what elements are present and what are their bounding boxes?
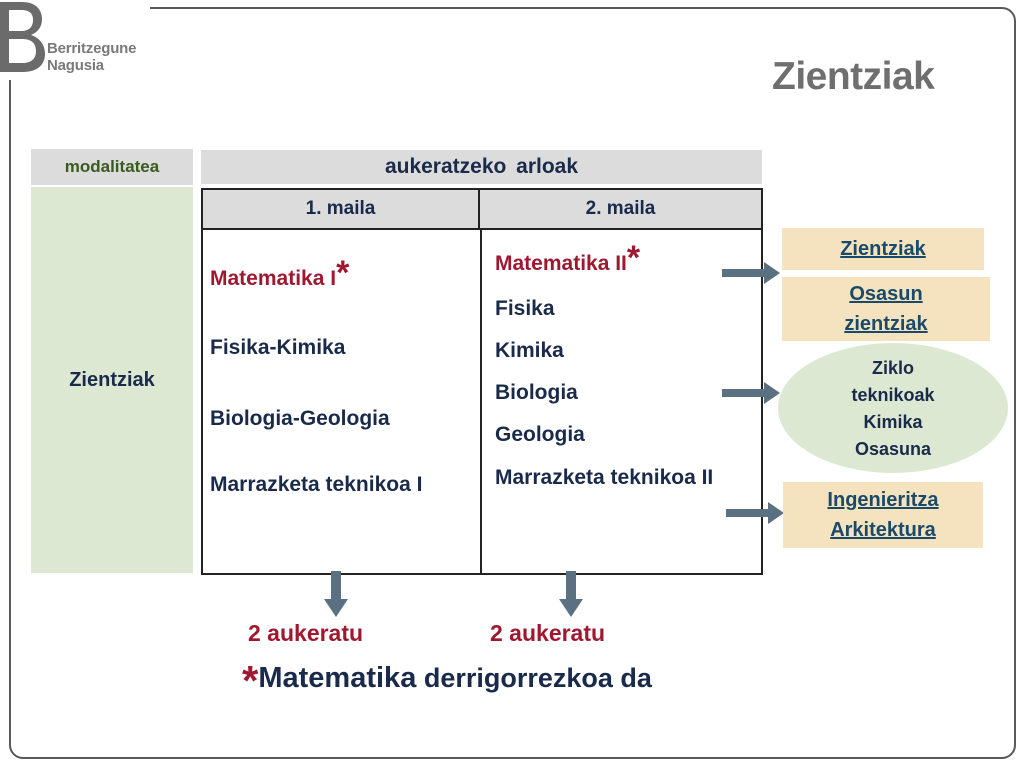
col1-required-label: Matematika I <box>210 267 337 290</box>
ellipse-line: Kimika <box>863 412 923 432</box>
col1-subject: Biologia-Geologia <box>210 407 390 430</box>
choose-count-col1: 2 aukeratu <box>248 620 364 646</box>
outcome-label: Zientziak <box>840 238 926 260</box>
outcome-zientziak[interactable]: Zientziak <box>782 228 984 270</box>
arrow-right-icon <box>722 382 780 404</box>
footnote-star: * <box>242 657 259 704</box>
modality-header: modalitatea <box>31 149 193 185</box>
col2-required-subject: Matematika II* <box>495 241 640 276</box>
modality-cell: Zientziak <box>31 187 193 573</box>
col2-subject: Biologia <box>495 381 578 404</box>
outcome-label: Ingenieritza <box>827 489 939 511</box>
col2-subject: Kimika <box>495 339 564 362</box>
areas-table: 1. maila 2. maila Matematika I* Fisika-K… <box>201 188 763 575</box>
arrow-right-icon <box>722 262 780 284</box>
outcome-label: Arkitektura <box>830 519 936 541</box>
col1-required-star: * <box>336 254 350 292</box>
ellipse-line: Osasuna <box>854 439 932 459</box>
logo-line1: Berritzegune <box>47 40 137 57</box>
ellipse-line: Ziklo <box>871 358 914 378</box>
col1-required-subject: Matematika I* <box>210 256 349 291</box>
col1-subject: Marrazketa teknikoa I <box>210 473 423 496</box>
col2-subject: Geologia <box>495 423 585 446</box>
ellipse-line: teknikoak <box>851 385 935 405</box>
arrow-right-icon <box>726 502 784 524</box>
outcome-osasun-zientziak[interactable]: Osasun zientziak <box>782 277 990 341</box>
col2-required-star: * <box>626 239 641 277</box>
footnote-text: derrigorrezkoa da <box>416 663 652 693</box>
footnote: *Matematika derrigorrezkoa da <box>242 660 652 702</box>
page-title: Zientziak <box>772 55 935 98</box>
col2-required-label: Matematika II <box>495 252 627 275</box>
col2-header: 2. maila <box>480 190 761 230</box>
outcome-ingenieritza-arkitektura[interactable]: Ingenieritza Arkitektura <box>783 482 983 548</box>
choose-count-col2: 2 aukeratu <box>490 620 606 646</box>
outcome-label: zientziak <box>844 313 928 335</box>
footnote-strong: Matematika <box>258 662 417 694</box>
col1-subject: Fisika-Kimika <box>210 336 346 359</box>
logo-line2: Nagusia <box>47 57 104 74</box>
outcome-ziklo-teknikoak: Ziklo teknikoak Kimika Osasuna <box>778 343 1008 473</box>
modality-value: Zientziak <box>69 368 155 391</box>
arrow-down-icon <box>559 571 583 617</box>
col2-subject: Fisika <box>495 297 555 320</box>
column-divider <box>480 230 482 573</box>
logo-b-icon <box>0 2 45 72</box>
outcome-label: Osasun <box>849 283 923 305</box>
arrow-down-icon <box>324 571 348 617</box>
areas-header: aukeratzeko arloak <box>201 150 762 184</box>
logo: Berritzegune Nagusia <box>0 0 150 80</box>
col2-subject: Marrazketa teknikoa II <box>495 466 714 489</box>
col1-header: 1. maila <box>203 190 480 230</box>
